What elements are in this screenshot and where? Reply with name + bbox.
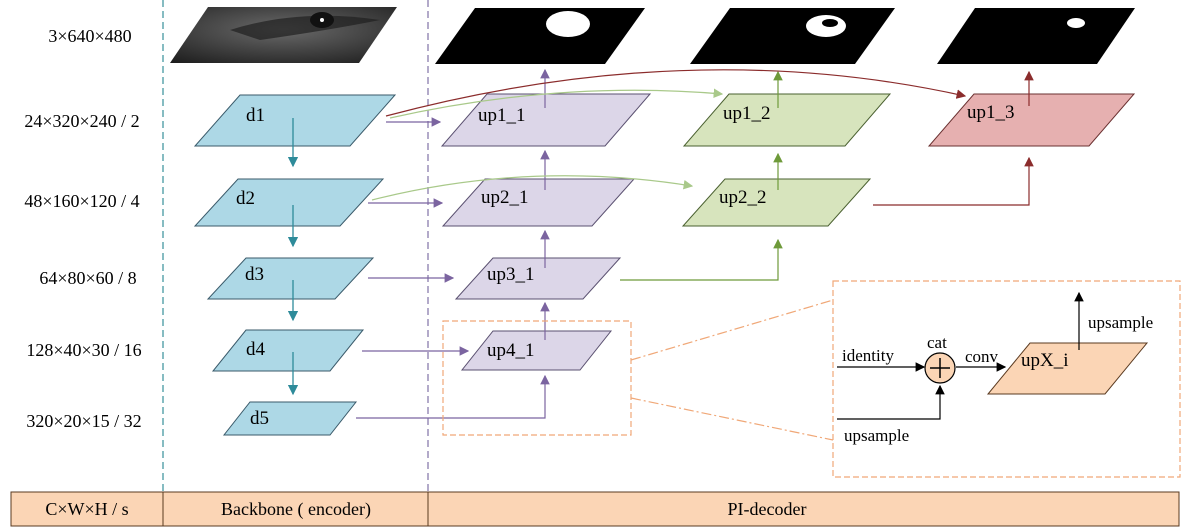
input-eye-image (170, 7, 397, 63)
svg-text:d3: d3 (245, 264, 264, 285)
svg-text:d2: d2 (236, 188, 255, 209)
zoom-line-top (630, 299, 834, 361)
svg-text:up2_2: up2_2 (719, 187, 767, 208)
encoder-node-d2: d2 (193, 178, 385, 227)
arrow-up3-to-up2-2 (620, 238, 783, 281)
highlight-box (442, 320, 632, 436)
detail-panel (832, 280, 1181, 478)
mask-output-2 (690, 8, 895, 64)
encoder-node-d5: d5 (222, 401, 358, 436)
svg-text:up2_1: up2_1 (481, 187, 529, 208)
svg-text:up3_1: up3_1 (487, 264, 535, 285)
cat-label: cat (927, 333, 947, 352)
scale-label-4: 128×40×30 / 16 (26, 340, 141, 360)
decoder-node-up2-2: up2_2 (681, 178, 872, 227)
scale-label-5: 320×20×15 / 32 (26, 411, 141, 431)
scale-label-1: 24×320×240 / 2 (24, 111, 139, 131)
svg-text:upX_i: upX_i (1021, 350, 1069, 371)
encoder-node-d4: d4 (211, 329, 365, 372)
svg-text:d1: d1 (246, 105, 265, 126)
arrow-up2-2-to-up1-3 (873, 156, 1034, 206)
scale-label-3: 64×80×60 / 8 (39, 268, 136, 288)
zoom-line-bottom (630, 397, 834, 441)
decoder-node-up1-3: up1_3 (927, 93, 1136, 147)
upsample-out-label: upsample (1088, 313, 1153, 332)
skip-arrow-d5 (356, 374, 550, 419)
identity-label: identity (842, 346, 894, 365)
decoder-node-up1-1: up1_1 (440, 93, 652, 147)
detail-node-upx: upX_i (986, 342, 1149, 395)
encoder-node-d3: d3 (206, 257, 375, 300)
mask-output-1 (435, 8, 645, 64)
svg-text:up1_1: up1_1 (478, 105, 526, 126)
footer-decoder: PI-decoder (728, 499, 807, 519)
dense-arrow-d1-up1-2 (389, 88, 724, 119)
scale-label-2: 48×160×120 / 4 (24, 191, 139, 211)
cat-plus-icon (924, 352, 956, 384)
svg-text:d5: d5 (250, 408, 269, 429)
svg-text:d4: d4 (246, 339, 266, 360)
footer-scale: C×W×H / s (45, 499, 128, 519)
svg-text:up4_1: up4_1 (487, 340, 535, 361)
scale-label-0: 3×640×480 (48, 26, 131, 46)
svg-text:up1_2: up1_2 (723, 103, 771, 124)
mask-output-3 (937, 8, 1135, 64)
footer-bar: C×W×H / s Backbone ( encoder) PI-decoder (10, 491, 1180, 527)
dense-arrow-d2-up2-2 (371, 175, 694, 201)
encoder-node-d1: d1 (193, 94, 397, 147)
decoder-node-up1-2: up1_2 (682, 93, 892, 147)
decoder-node-up3-1: up3_1 (454, 257, 622, 300)
upsample-in-arrow (837, 384, 945, 420)
footer-encoder: Backbone ( encoder) (221, 499, 371, 520)
conv-label: conv (965, 347, 999, 366)
decoder-node-up4-1: up4_1 (460, 330, 613, 371)
upsample-in-label: upsample (844, 426, 909, 445)
svg-text:up1_3: up1_3 (967, 102, 1015, 123)
decoder-node-up2-1: up2_1 (441, 178, 636, 227)
dense-arrow-d1-up1-3 (385, 69, 967, 117)
